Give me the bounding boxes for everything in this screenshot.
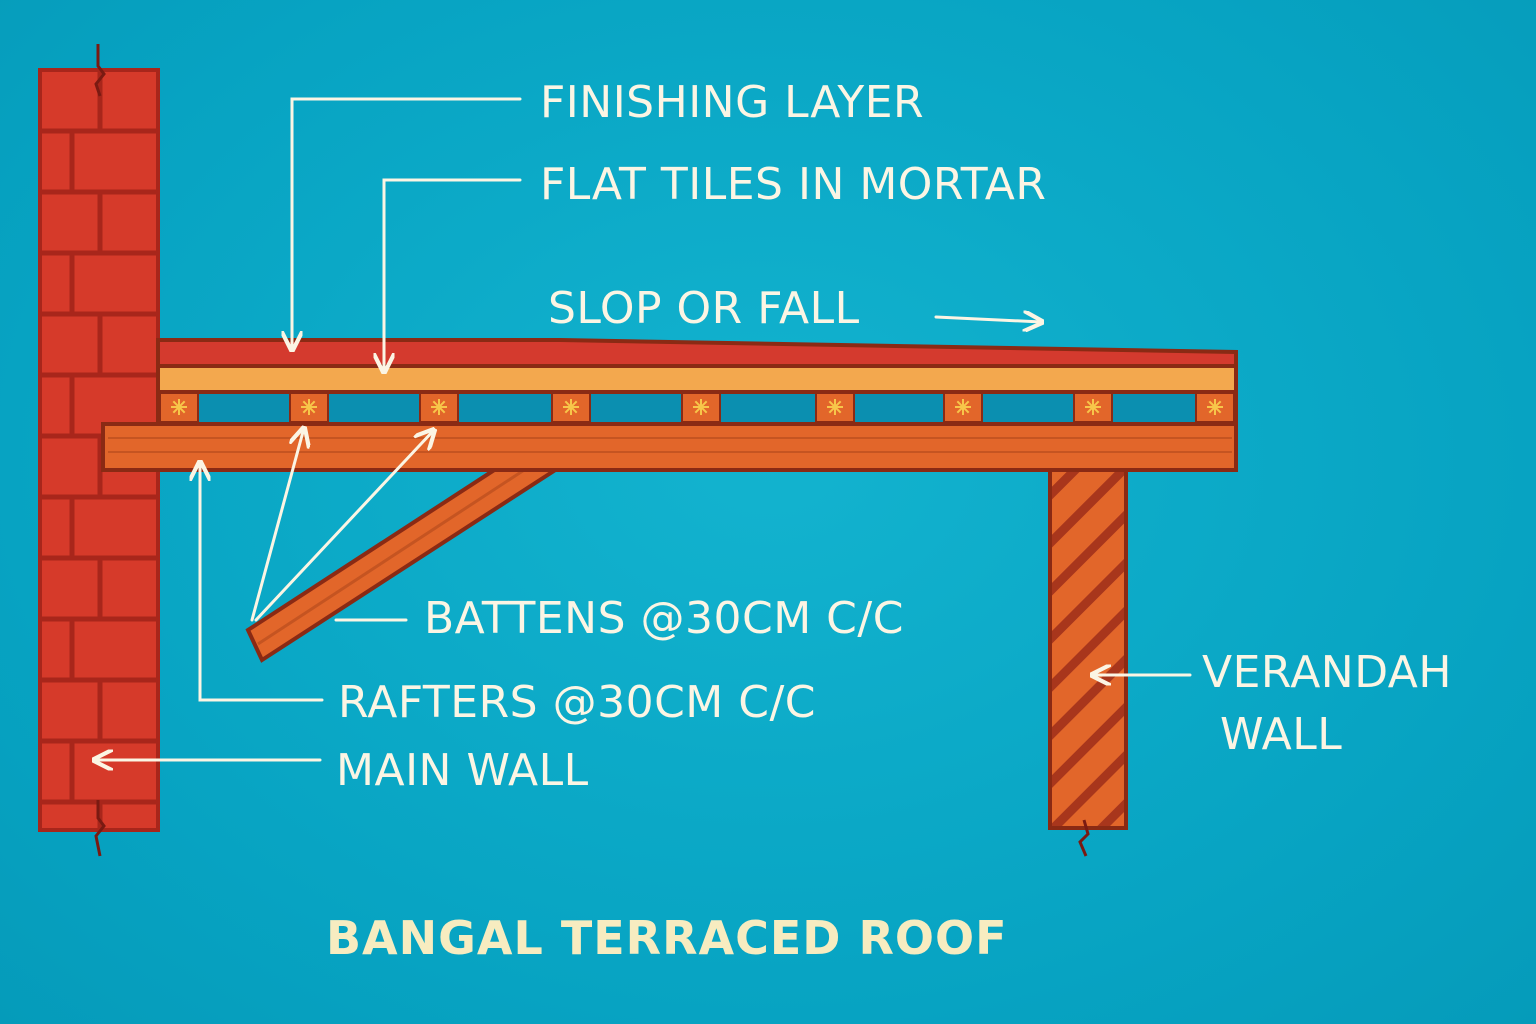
batten [815, 391, 855, 423]
wall-break-top [94, 44, 106, 97]
diagram-title: BANGAL TERRACED ROOF [326, 911, 1008, 965]
main-wall-label: MAIN WALL [336, 745, 589, 796]
battens-label: BATTENS @30CM C/C [424, 593, 904, 644]
finishing-layer [156, 338, 1238, 368]
batten [1195, 391, 1235, 423]
flat-tiles-label: FLAT TILES IN MORTAR [540, 159, 1047, 210]
verandah-wall [1048, 468, 1128, 857]
wall-break-bottom [94, 800, 106, 857]
batten-band [156, 388, 1238, 426]
verandah-break [1078, 819, 1090, 857]
battens-arrow-2 [254, 430, 434, 622]
rafters-label: RAFTERS @30CM C/C [338, 677, 817, 728]
brick-courses [40, 70, 158, 830]
batten [551, 391, 591, 423]
flat-tiles-layer [156, 362, 1238, 394]
finishing-layer-label: FINISHING LAYER [540, 77, 925, 128]
verandah-wall-label-line1: VERANDAH [1202, 647, 1452, 698]
slope-label: SLOP OR FALL [548, 283, 860, 334]
batten [419, 391, 459, 423]
finishing-layer-leader [292, 97, 522, 350]
batten [681, 391, 721, 423]
batten [289, 391, 329, 423]
batten [943, 391, 983, 423]
battens-arrow-1 [250, 428, 304, 622]
rafter [101, 422, 1238, 472]
battens [159, 391, 1235, 423]
slope-arrow [934, 317, 1042, 322]
flat-tiles-leader [384, 178, 522, 372]
rafters-leader [200, 462, 324, 702]
batten [1073, 391, 1113, 423]
verandah-wall-label-line2: WALL [1220, 709, 1343, 760]
batten [159, 391, 199, 423]
